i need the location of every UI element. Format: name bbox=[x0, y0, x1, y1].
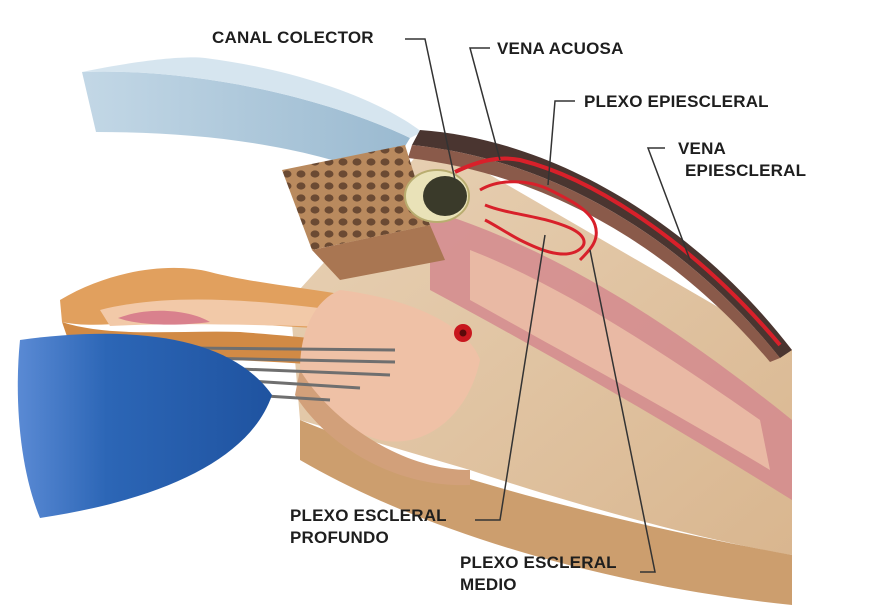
label-plexo-escleral-profundo-line2: PROFUNDO bbox=[290, 527, 447, 549]
label-plexo-epiescleral: PLEXO EPIESCLERAL bbox=[584, 91, 769, 113]
label-plexo-escleral-profundo: PLEXO ESCLERAL PROFUNDO bbox=[290, 505, 447, 549]
label-vena-epiescleral-line1: VENA bbox=[678, 138, 806, 160]
label-vena-acuosa: VENA ACUOSA bbox=[497, 38, 624, 60]
label-canal-colector-text: CANAL COLECTOR bbox=[212, 27, 374, 49]
label-plexo-escleral-medio-line1: PLEXO ESCLERAL bbox=[460, 552, 617, 574]
label-plexo-escleral-profundo-line1: PLEXO ESCLERAL bbox=[290, 505, 447, 527]
label-canal-colector: CANAL COLECTOR bbox=[212, 27, 374, 49]
vessel-dot-lumen bbox=[460, 330, 467, 337]
collector-canal-lumen bbox=[423, 176, 467, 216]
label-plexo-escleral-medio-line2: MEDIO bbox=[460, 574, 617, 596]
label-plexo-escleral-medio: PLEXO ESCLERAL MEDIO bbox=[460, 552, 617, 596]
label-plexo-epiescleral-text: PLEXO EPIESCLERAL bbox=[584, 91, 769, 113]
label-vena-epiescleral-line2: EPIESCLERAL bbox=[685, 160, 806, 182]
label-vena-acuosa-text: VENA ACUOSA bbox=[497, 38, 624, 60]
label-vena-epiescleral: VENA EPIESCLERAL bbox=[678, 138, 806, 182]
